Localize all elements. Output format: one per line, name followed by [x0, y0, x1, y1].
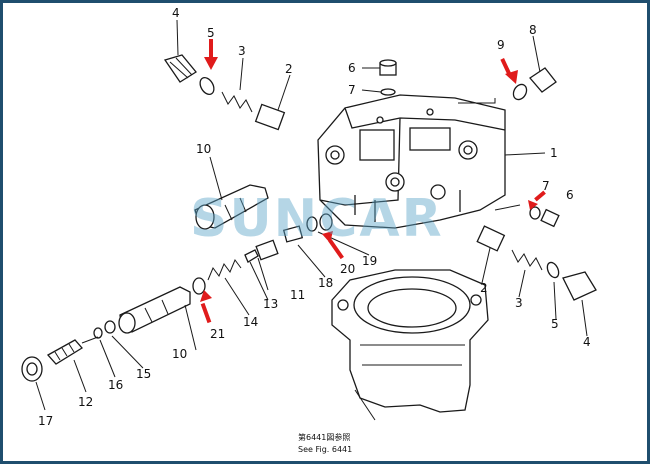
highlight-arrow-9 — [500, 57, 518, 84]
label-4-upper: 4 — [172, 6, 180, 20]
label-10-upper: 10 — [196, 142, 211, 156]
reference-note: 第6441図参照 See Fig. 6441 — [298, 432, 352, 454]
label-16: 16 — [108, 378, 123, 392]
label-13: 13 — [263, 297, 278, 311]
part-6-plug-top — [379, 59, 397, 76]
label-19: 19 — [362, 254, 377, 268]
part-16-ring — [93, 327, 103, 339]
part-3-spring-lower-right — [511, 249, 543, 271]
highlight-arrow-5 — [204, 39, 218, 70]
part-6-plug-right — [540, 208, 560, 228]
part-5-oring-upper-left — [199, 76, 215, 96]
label-5-upper: 5 — [207, 26, 215, 40]
label-6-right: 6 — [566, 188, 574, 202]
label-17: 17 — [38, 414, 53, 428]
part-2-sleeve-lower-right — [476, 225, 506, 252]
label-6-top: 6 — [348, 61, 356, 75]
label-5-lower: 5 — [551, 317, 559, 331]
label-8: 8 — [529, 23, 537, 37]
part-21-oring — [192, 277, 206, 295]
label-15: 15 — [136, 367, 151, 381]
part-15-ring — [104, 320, 116, 334]
highlight-arrows — [200, 39, 546, 324]
label-14: 14 — [243, 315, 258, 329]
label-3-lower: 3 — [515, 296, 523, 310]
highlight-arrow-20 — [322, 231, 344, 260]
part-10-spool-upper — [194, 184, 269, 230]
reference-note-line2: See Fig. 6441 — [298, 445, 352, 454]
label-18: 18 — [318, 276, 333, 290]
highlight-arrow-7 — [528, 190, 546, 210]
part-12-screw — [46, 336, 99, 365]
part-3-spring-upper-left — [221, 91, 253, 113]
part-17-nut — [21, 356, 43, 382]
label-4-lower: 4 — [583, 335, 591, 349]
label-11: 11 — [290, 288, 305, 302]
part-13-pin — [244, 249, 259, 263]
label-10-lower: 10 — [172, 347, 187, 361]
lower-housing — [331, 269, 489, 413]
label-9: 9 — [497, 38, 505, 52]
part-14-spring — [207, 259, 242, 281]
part-4-plug-upper-left — [163, 54, 197, 83]
part-20-oring — [319, 213, 333, 231]
part-7-oring-top — [380, 88, 396, 96]
valve-body — [317, 94, 506, 229]
label-1: 1 — [550, 146, 558, 160]
part-2-sleeve-upper-left — [254, 103, 286, 131]
part-11-sleeve — [255, 239, 279, 261]
part-8-plug-upper-right — [529, 67, 557, 93]
part-7-oring-right — [529, 206, 541, 220]
label-7-right: 7 — [542, 179, 550, 193]
part-9-oring-upper-right — [512, 83, 528, 101]
part-10-spool-lower — [118, 286, 191, 334]
highlight-arrow-21 — [200, 290, 212, 324]
part-19-ring — [306, 216, 318, 232]
label-21: 21 — [210, 327, 225, 341]
label-2-upper: 2 — [285, 62, 293, 76]
label-3-upper: 3 — [238, 44, 246, 58]
part-4-plug-lower-right — [562, 271, 597, 301]
label-2-lower: 2 — [480, 281, 488, 295]
part-labels: 4 5 3 2 6 7 9 8 1 10 7 6 19 20 18 11 13 … — [38, 6, 591, 428]
part-5-oring-lower-right — [546, 261, 560, 279]
reference-note-line1: 第6441図参照 — [298, 432, 350, 442]
label-20: 20 — [340, 262, 355, 276]
label-12: 12 — [78, 395, 93, 409]
watermark: SUNCAR — [190, 189, 444, 249]
label-7-top: 7 — [348, 83, 356, 97]
part-18-seat — [282, 225, 304, 243]
